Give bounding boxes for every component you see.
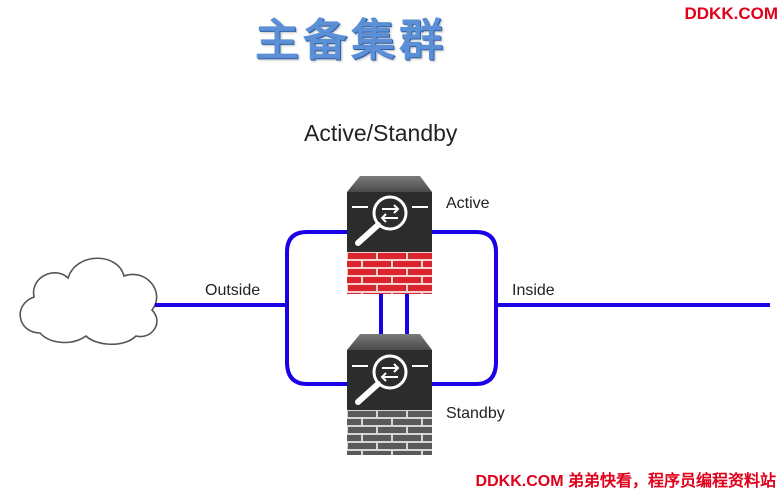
inside-loop: [432, 230, 498, 386]
cloud-icon: [19, 257, 158, 346]
standby-label: Standby: [446, 405, 505, 422]
page-title: 主备集群: [255, 15, 447, 66]
watermark-bottom: DDKK.COM 弟弟快看，程序员编程资料站: [475, 473, 776, 490]
inside-label: Inside: [512, 282, 555, 299]
active-label: Active: [446, 195, 490, 212]
outside-loop: [285, 230, 347, 386]
diagram-subtitle: Active/Standby: [304, 120, 458, 146]
active-firewall: [347, 176, 432, 294]
firewall-icon: [352, 354, 428, 405]
firewall-icon: [352, 195, 428, 246]
standby-firewall: [347, 334, 432, 455]
watermark-top: DDKK.COM: [684, 4, 779, 23]
network-links: [155, 230, 770, 386]
outside-label: Outside: [205, 282, 261, 299]
